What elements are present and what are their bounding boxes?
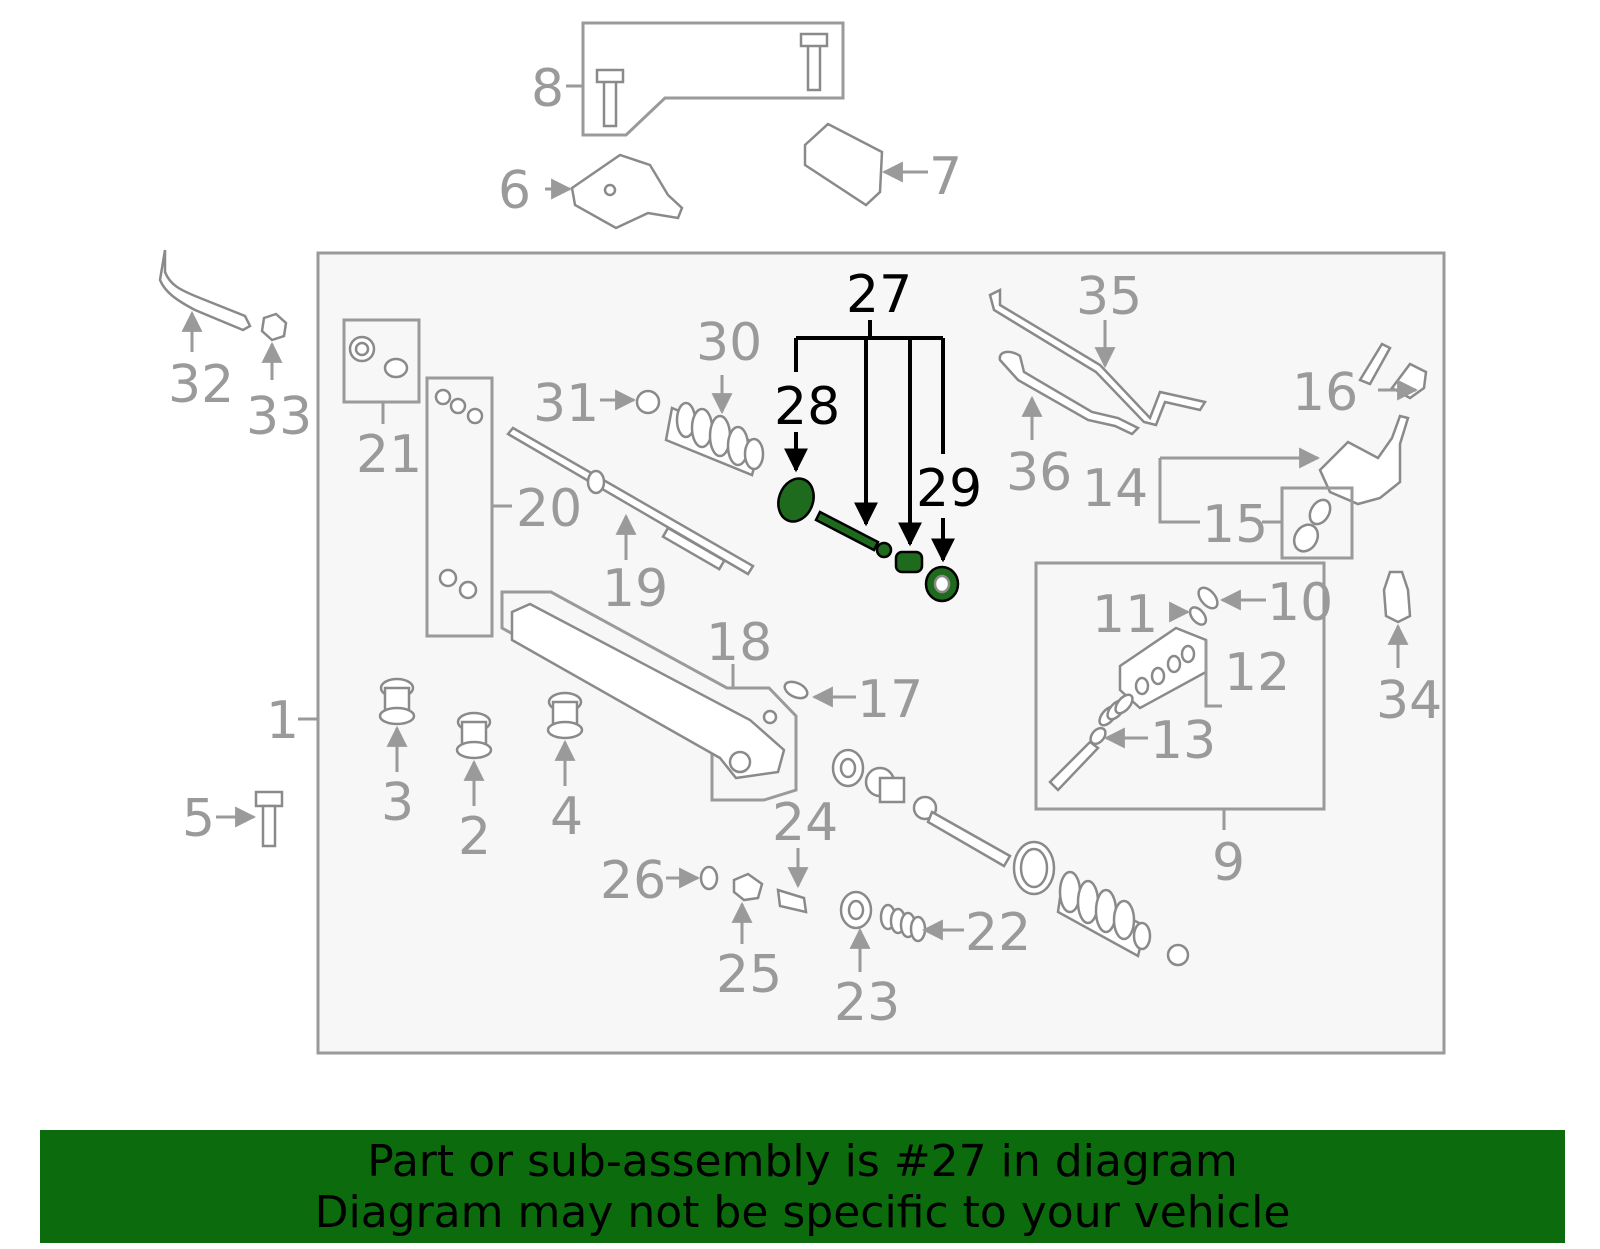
pin-icon bbox=[776, 888, 808, 914]
label-22[interactable]: 22 bbox=[965, 903, 1031, 963]
banner-line-2: Diagram may not be specific to your vehi… bbox=[314, 1186, 1291, 1238]
label-31[interactable]: 31 bbox=[533, 374, 599, 434]
nut-icon bbox=[260, 312, 288, 342]
label-23[interactable]: 23 bbox=[834, 973, 900, 1033]
label-25[interactable]: 25 bbox=[716, 945, 782, 1005]
label-15[interactable]: 15 bbox=[1202, 495, 1268, 555]
label-11[interactable]: 11 bbox=[1092, 585, 1158, 645]
bushing-icon bbox=[894, 550, 924, 574]
spring-icon bbox=[1098, 693, 1134, 727]
label-20[interactable]: 20 bbox=[516, 479, 582, 539]
bracket-icon bbox=[570, 153, 684, 230]
hydraulic-pipe-icon bbox=[998, 350, 1141, 436]
spool-icon bbox=[1048, 740, 1100, 792]
valve-kit-box bbox=[1034, 561, 1326, 811]
label-34[interactable]: 34 bbox=[1376, 671, 1442, 731]
label-3[interactable]: 3 bbox=[381, 773, 414, 833]
label-13[interactable]: 13 bbox=[1150, 711, 1216, 771]
label-18[interactable]: 18 bbox=[706, 613, 772, 673]
label-7[interactable]: 7 bbox=[929, 147, 962, 207]
seal-icon bbox=[777, 477, 815, 523]
label-9[interactable]: 9 bbox=[1212, 833, 1245, 893]
gear-housing-icon bbox=[510, 602, 786, 780]
label-33[interactable]: 33 bbox=[246, 387, 312, 447]
tie-rod-end-icon bbox=[158, 249, 252, 332]
hydraulic-pipe-icon bbox=[988, 287, 1207, 427]
label-12[interactable]: 12 bbox=[1224, 643, 1290, 703]
label-29[interactable]: 29 bbox=[916, 459, 982, 519]
bolt-icon bbox=[254, 790, 284, 848]
label-8[interactable]: 8 bbox=[531, 59, 564, 119]
clip-icon bbox=[732, 872, 764, 902]
bushing-icon bbox=[455, 711, 493, 760]
boot-icon bbox=[664, 401, 765, 477]
banner-line-1: Part or sub-assembly is #27 in diagram bbox=[367, 1135, 1238, 1187]
label-6[interactable]: 6 bbox=[498, 161, 531, 221]
o-ring-icon bbox=[1197, 586, 1219, 610]
label-1[interactable]: 1 bbox=[266, 691, 299, 751]
label-30[interactable]: 30 bbox=[696, 313, 762, 373]
label-16[interactable]: 16 bbox=[1292, 363, 1358, 423]
o-ring-icon bbox=[1188, 606, 1208, 626]
label-10[interactable]: 10 bbox=[1267, 573, 1333, 633]
label-4[interactable]: 4 bbox=[550, 787, 583, 847]
label-19[interactable]: 19 bbox=[602, 559, 668, 619]
bushing-icon bbox=[546, 691, 584, 740]
label-28[interactable]: 28 bbox=[774, 377, 840, 437]
bolt-icon bbox=[595, 32, 829, 128]
clamp-icon bbox=[635, 389, 661, 415]
label-2[interactable]: 2 bbox=[458, 807, 491, 867]
bracket-line-12 bbox=[1204, 640, 1222, 708]
label-36[interactable]: 36 bbox=[1006, 443, 1072, 503]
info-banner: Part or sub-assembly is #27 in diagram D… bbox=[40, 1130, 1565, 1243]
label-35[interactable]: 35 bbox=[1076, 267, 1142, 327]
label-14[interactable]: 14 bbox=[1082, 459, 1148, 519]
label-5[interactable]: 5 bbox=[182, 789, 215, 849]
fitting-icon bbox=[1382, 570, 1412, 624]
label-17[interactable]: 17 bbox=[857, 670, 923, 730]
label-21[interactable]: 21 bbox=[356, 425, 422, 485]
label-27[interactable]: 27 bbox=[846, 265, 912, 325]
o-ring-icon bbox=[783, 680, 809, 700]
bracket-group-frame bbox=[581, 21, 845, 137]
label-26[interactable]: 26 bbox=[600, 851, 666, 911]
inner-tie-rod-parts bbox=[831, 748, 1190, 967]
label-32[interactable]: 32 bbox=[168, 355, 234, 415]
bolt-icon bbox=[1358, 342, 1392, 386]
bushing-icon bbox=[378, 677, 416, 726]
label-24[interactable]: 24 bbox=[772, 793, 838, 853]
inner-tie-rod-icon bbox=[814, 510, 880, 552]
heat-shield-icon bbox=[803, 122, 884, 207]
clip-icon bbox=[699, 865, 719, 891]
